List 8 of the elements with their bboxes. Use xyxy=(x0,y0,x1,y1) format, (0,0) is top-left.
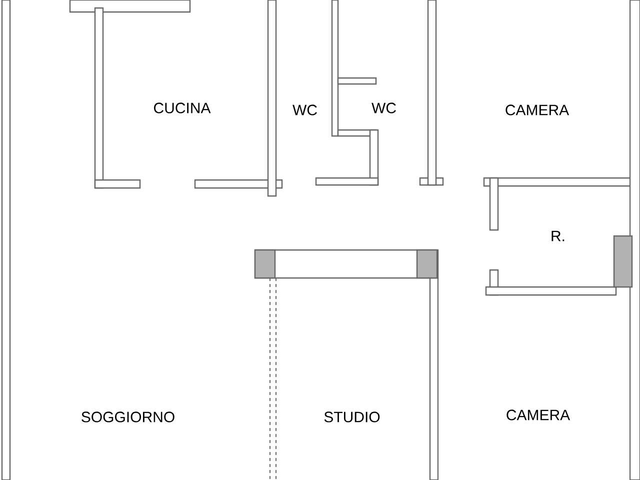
room-label: R. xyxy=(552,230,564,242)
room-label: CAMERA xyxy=(506,104,570,116)
room-label: WC xyxy=(292,104,317,116)
room-label: CAMERA xyxy=(506,410,570,420)
room-label: CUCINA xyxy=(154,102,211,114)
room-label: SOGGIORNO xyxy=(82,412,174,422)
room-label: WC xyxy=(372,102,396,114)
room-label: STUDIO xyxy=(324,412,380,422)
